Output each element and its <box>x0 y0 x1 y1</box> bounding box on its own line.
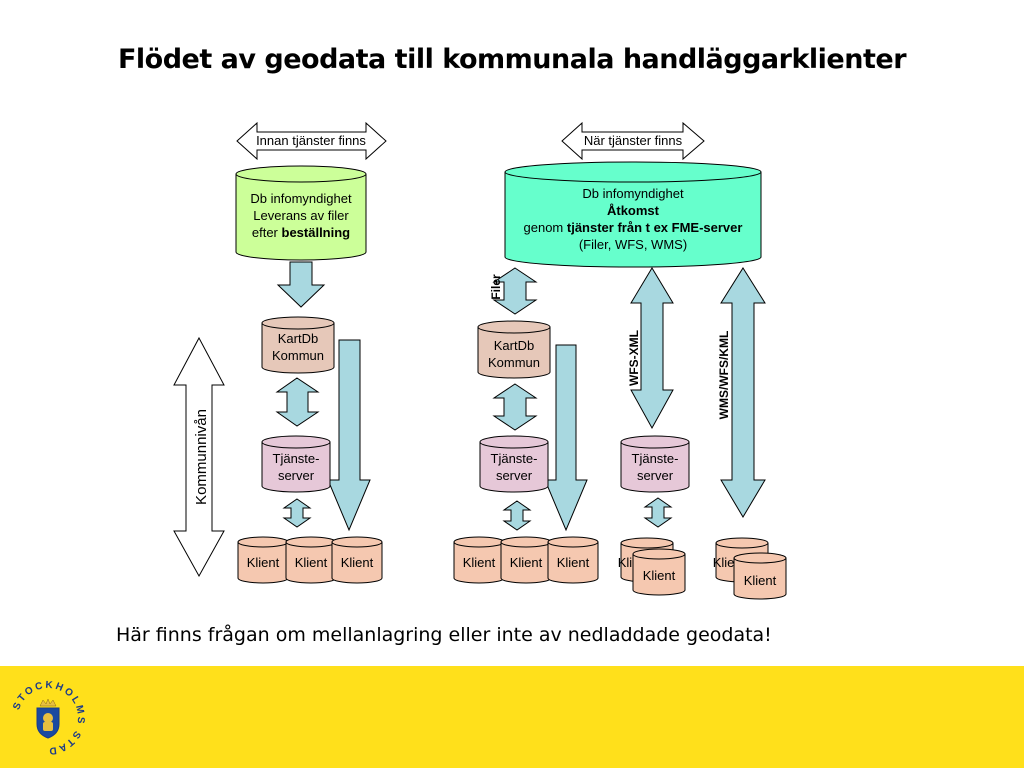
svg-text:Db infomyndighet: Db infomyndighet <box>250 191 352 206</box>
third-tjanste-server: Tjänste- server <box>620 435 690 493</box>
right-clients: Klient Klient Klient <box>453 536 599 584</box>
left-source-db: Db infomyndighet Leverans av filer efter… <box>235 165 367 261</box>
fourth-clients: Klient Klient <box>713 537 787 600</box>
svg-text:server: server <box>637 468 674 483</box>
svg-text:Klient: Klient <box>341 555 374 570</box>
double-arrow <box>275 377 320 427</box>
svg-text:Kommunnivån: Kommunnivån <box>193 409 210 505</box>
svg-text:efter beställning: efter beställning <box>252 225 350 240</box>
wms-wfs-kml-arrow <box>720 267 766 518</box>
wfs-xml-arrow <box>630 267 674 430</box>
left-clients: Klient Klient Klient <box>237 536 383 584</box>
arrow-down <box>276 261 326 308</box>
svg-text:Db infomyndighet: Db infomyndighet <box>582 186 684 201</box>
double-arrow-small-right <box>502 500 532 531</box>
svg-text:genom tjänster från t ex FME-s: genom tjänster från t ex FME-server <box>524 220 743 235</box>
svg-text:server: server <box>496 468 533 483</box>
double-arrow-small-third <box>643 497 673 528</box>
svg-text:Kommun: Kommun <box>272 348 324 363</box>
filer-label: Filer <box>489 274 503 300</box>
wfs-xml-label: WFS-XML <box>627 330 641 386</box>
footer-band <box>0 666 1024 768</box>
double-arrow-small <box>282 498 312 528</box>
svg-text:Kommun: Kommun <box>488 355 540 370</box>
filer-arrow <box>492 267 538 315</box>
svg-text:KartDb: KartDb <box>494 338 534 353</box>
left-top-label: Innan tjänster finns <box>236 121 387 161</box>
wms-wfs-kml-label: WMS/WFS/KML <box>717 331 731 420</box>
svg-text:Klient: Klient <box>510 555 543 570</box>
geodata-flow-diagram: .arrow { fill:#a8d8e0; stroke:#000; stro… <box>173 121 787 600</box>
svg-text:När tjänster finns: När tjänster finns <box>584 133 683 148</box>
svg-text:Åtkomst: Åtkomst <box>607 203 660 218</box>
svg-text:Klient: Klient <box>295 555 328 570</box>
svg-text:Klient: Klient <box>643 568 676 583</box>
svg-text:Klient: Klient <box>463 555 496 570</box>
svg-text:Klient: Klient <box>744 573 777 588</box>
svg-text:Leverans av filer: Leverans av filer <box>253 208 349 223</box>
caption-text: Här finns frågan om mellanlagring eller … <box>116 624 772 646</box>
svg-text:Tjänste-: Tjänste- <box>273 451 320 466</box>
right-tjanste-server: Tjänste- server <box>479 435 549 493</box>
left-tjanste-server: Tjänste- server <box>261 435 331 493</box>
double-arrow-right <box>492 383 538 431</box>
right-kartdb: KartDb Kommun <box>477 320 551 379</box>
page-title: Flödet av geodata till kommunala handläg… <box>117 44 907 75</box>
svg-text:(Filer, WFS, WMS): (Filer, WFS, WMS) <box>579 237 687 252</box>
left-kartdb: KartDb Kommun <box>261 316 335 374</box>
kommunnivan-arrow: Kommunnivån <box>173 336 225 578</box>
long-arrow-down <box>327 339 371 532</box>
svg-text:Klient: Klient <box>557 555 590 570</box>
right-source-db: Db infomyndighet Åtkomst genom tjänster … <box>504 161 762 268</box>
svg-text:Klient: Klient <box>247 555 280 570</box>
svg-text:KartDb: KartDb <box>278 331 318 346</box>
svg-text:Innan tjänster finns: Innan tjänster finns <box>256 133 366 148</box>
right-top-label: När tjänster finns <box>561 121 705 161</box>
third-clients: Klient Klient <box>618 537 686 596</box>
svg-text:Tjänste-: Tjänste- <box>632 451 679 466</box>
stockholm-crown-shield-icon: STOCKHOLMS STAD <box>11 680 84 756</box>
svg-text:server: server <box>278 468 315 483</box>
svg-text:Tjänste-: Tjänste- <box>491 451 538 466</box>
long-arrow-down-right <box>544 344 588 532</box>
